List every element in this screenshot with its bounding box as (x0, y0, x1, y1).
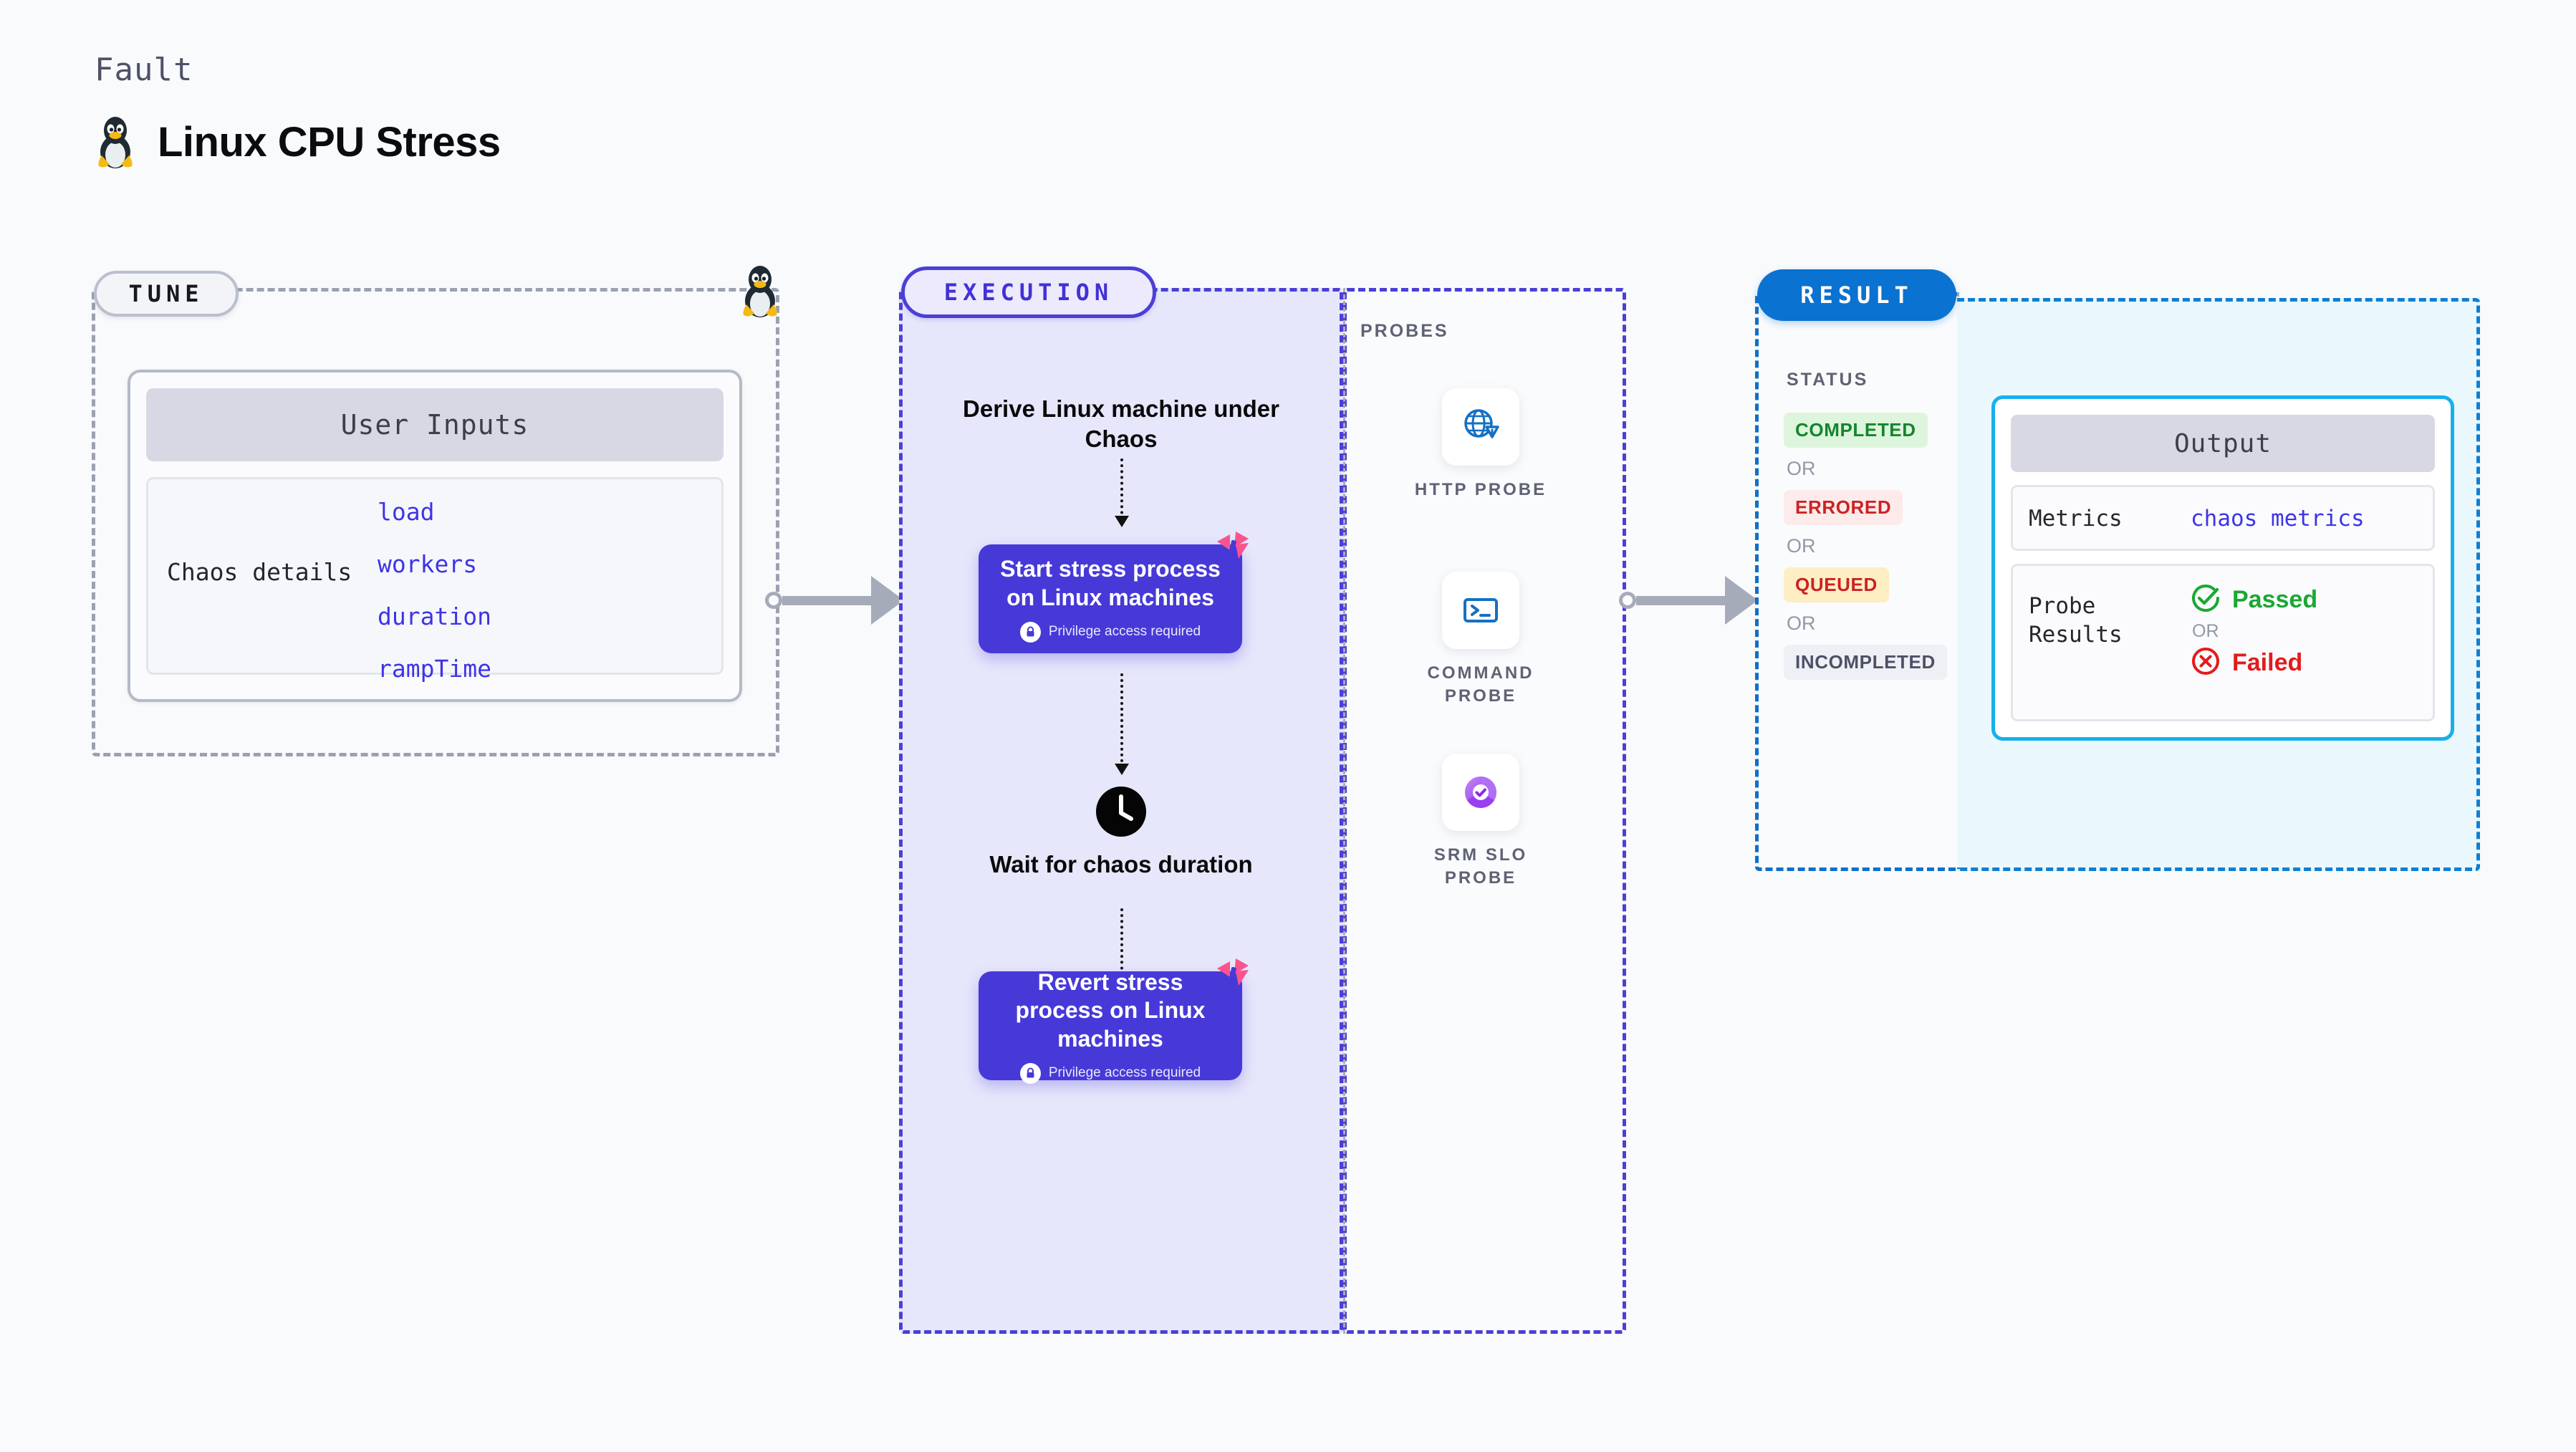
page-title: Linux CPU Stress (158, 118, 501, 165)
status-title: STATUS (1787, 370, 1869, 390)
probe-result-passed: Passed (2191, 583, 2317, 617)
execution-chip[interactable]: EXECUTION (901, 266, 1156, 318)
globe-warning-icon (1442, 388, 1519, 466)
check-circle-icon (2191, 583, 2221, 617)
page-kicker: Fault (95, 52, 193, 88)
linux-penguin-icon (93, 115, 138, 169)
status-or-2: OR (1787, 535, 1816, 557)
tune-panel (92, 288, 779, 756)
chaos-details-label: Chaos details (167, 558, 352, 586)
chaos-param-workers[interactable]: workers (378, 550, 478, 578)
output-metrics-label: Metrics (2029, 506, 2123, 532)
probe-result-passed-label: Passed (2232, 586, 2318, 613)
probe-label-http: HTTP PROBE (1414, 480, 1547, 499)
probe-label-srm-slo: SRM SLO PROBE (1433, 845, 1528, 888)
revert-step-privilege-text: Privilege access required (1048, 1065, 1201, 1081)
probe-item-srm-slo[interactable]: SRM SLO PROBE (1409, 754, 1552, 889)
harness-logo-icon (1213, 527, 1251, 569)
connector-arrowhead (871, 576, 904, 625)
status-badge-completed: COMPLETED (1784, 413, 1928, 448)
arrow-derive-to-start (1115, 458, 1129, 527)
revert-stress-step-title: Revert stress process on Linux machines (1015, 968, 1206, 1052)
probe-result-failed-label: Failed (2232, 649, 2303, 676)
wait-step-label: Wait for chaos duration (989, 851, 1253, 878)
user-inputs-body: Chaos details load workers duration ramp… (146, 477, 724, 683)
arrow-start-to-wait (1115, 673, 1129, 775)
start-stress-step-title: Start stress process on Linux machines (1000, 556, 1221, 610)
connector-arrowhead (1725, 576, 1758, 625)
connector-line (1636, 595, 1726, 605)
probe-result-or: OR (2192, 621, 2219, 641)
chaos-param-ramptime[interactable]: rampTime (378, 655, 491, 683)
page-title-row: Linux CPU Stress (93, 115, 501, 169)
derive-step-label: Derive Linux machine under Chaos (963, 395, 1279, 453)
connector-tune-to-execution (765, 576, 920, 625)
user-inputs-card: User Inputs Chaos details load workers d… (128, 370, 742, 702)
x-circle-icon (2191, 646, 2221, 680)
connector-execution-to-result (1619, 576, 1774, 625)
status-badge-queued: QUEUED (1784, 567, 1889, 602)
tune-linux-penguin-icon (738, 264, 782, 322)
clock-icon (1095, 785, 1148, 838)
connector-dot-start (765, 592, 782, 609)
chaos-param-duration[interactable]: duration (378, 602, 491, 630)
chaos-param-load[interactable]: load (378, 498, 435, 526)
probes-title: PROBES (1360, 321, 1449, 341)
output-probe-results-values: Passed OR Failed (2191, 583, 2317, 680)
status-or-1: OR (1787, 458, 1816, 479)
tune-chip[interactable]: TUNE (94, 271, 239, 317)
output-metrics-row: Metrics chaos metrics (2011, 485, 2435, 551)
probe-result-failed: Failed (2191, 646, 2317, 680)
status-badge-incompleted: INCOMPLETED (1784, 645, 1947, 680)
probe-item-command[interactable]: COMMAND PROBE (1409, 572, 1552, 707)
probe-item-http[interactable]: HTTP PROBE (1409, 388, 1552, 501)
probes-divider (1343, 288, 1345, 1334)
status-or-3: OR (1787, 612, 1816, 634)
status-list: COMPLETED OR ERRORED OR QUEUED OR INCOMP… (1784, 413, 1947, 680)
output-header: Output (2011, 415, 2435, 472)
start-step-privilege: Privilege access required (1019, 621, 1201, 643)
harness-logo-icon (1213, 954, 1251, 996)
terminal-icon (1442, 572, 1519, 649)
user-inputs-header: User Inputs (146, 388, 724, 461)
result-chip[interactable]: RESULT (1757, 269, 1956, 321)
status-badge-errored: ERRORED (1784, 490, 1903, 525)
lock-icon (1019, 1062, 1041, 1084)
probe-label-command: COMMAND PROBE (1427, 663, 1534, 706)
chaos-param-list: load workers duration rampTime (378, 498, 491, 683)
start-stress-step[interactable]: Start stress process on Linux machines P… (979, 532, 1249, 653)
srm-slo-donut-check-icon (1442, 754, 1519, 831)
start-step-privilege-text: Privilege access required (1048, 624, 1201, 640)
output-metrics-value[interactable]: chaos metrics (2191, 506, 2365, 532)
revert-stress-step[interactable]: Revert stress process on Linux machines … (979, 958, 1249, 1084)
lock-icon (1019, 621, 1041, 643)
revert-step-privilege: Privilege access required (1019, 1062, 1201, 1084)
connector-line (782, 595, 873, 605)
connector-dot-start (1619, 592, 1636, 609)
